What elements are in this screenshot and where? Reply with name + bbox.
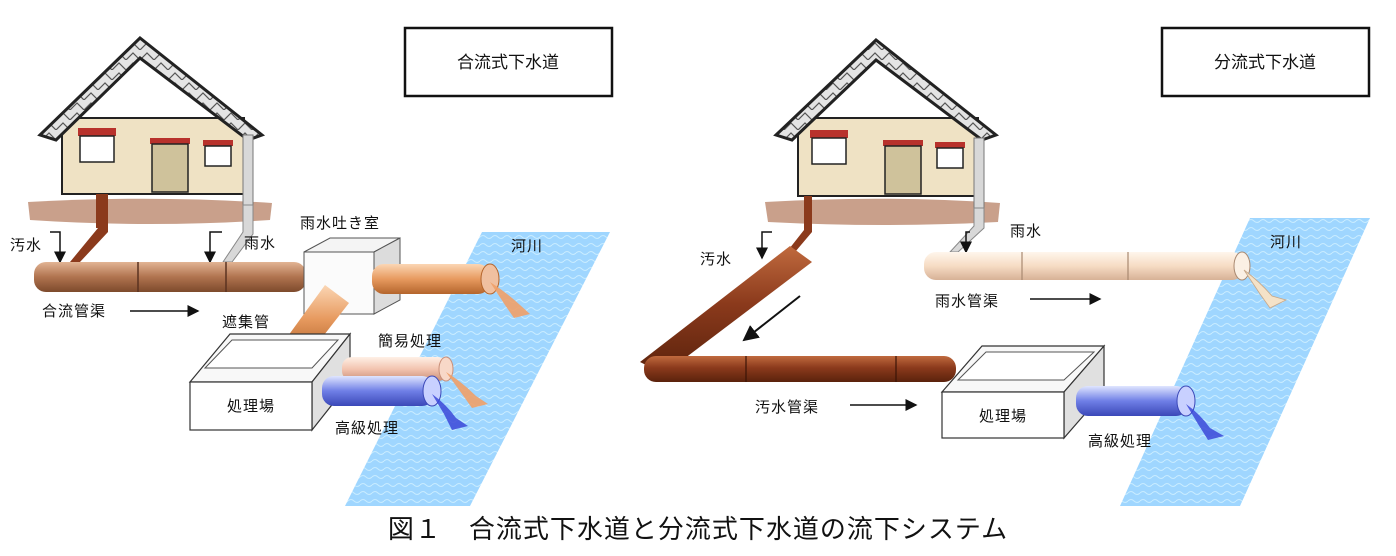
- separate-advanced-label: 高級処理: [1088, 432, 1152, 450]
- combined-system: 合流式下水道 河川 汚水 雨水: [10, 26, 614, 506]
- combined-plant-label: 処理場: [227, 397, 275, 415]
- separate-rain-label: 雨水: [1010, 222, 1042, 240]
- combined-ground: [28, 198, 272, 224]
- separate-house-drain: [782, 196, 812, 258]
- storm-discharge: [1243, 269, 1288, 309]
- separate-sewage-arrow: [756, 231, 772, 260]
- storm-pipe-label: 雨水管渠: [935, 292, 999, 310]
- combined-title-box: 合流式下水道: [403, 26, 614, 98]
- separate-sewage-label: 汚水: [700, 250, 732, 268]
- combined-river: [345, 232, 610, 506]
- sewage-pipe-label: 汚水管渠: [755, 398, 819, 416]
- separate-house: [773, 38, 1000, 209]
- overflow-chamber-label: 雨水吐き室: [300, 214, 380, 232]
- overflow-pipe: [372, 263, 500, 295]
- combined-sewage-arrow: [50, 231, 66, 264]
- figure-caption: 図１ 合流式下水道と分流式下水道の流下システム: [388, 515, 1008, 545]
- separate-title: 分流式下水道: [1214, 53, 1316, 73]
- advanced-treatment-label: 高級処理: [335, 419, 399, 437]
- combined-title: 合流式下水道: [457, 53, 559, 73]
- separate-plant-label: 処理場: [979, 407, 1027, 425]
- separate-plant: 処理場: [940, 344, 1106, 440]
- sewage-flow-arrow: [742, 295, 801, 342]
- sewage-pipe: [640, 246, 956, 382]
- separate-advanced-discharge: [1186, 404, 1224, 440]
- separate-river: [1120, 218, 1370, 506]
- separate-title-box: 分流式下水道: [1160, 26, 1371, 98]
- combined-house-drain: [70, 194, 108, 262]
- separate-system: 分流式下水道 河川 汚水 雨水: [640, 26, 1371, 506]
- separate-ground: [765, 198, 1000, 225]
- combined-pipe: [34, 262, 306, 292]
- simple-discharge: [446, 372, 488, 408]
- combined-pipe-label: 合流管渠: [42, 302, 106, 320]
- simple-treatment-label: 簡易処理: [378, 332, 442, 350]
- advanced-treatment-pipe: [322, 375, 442, 407]
- separate-rain-arrow: [960, 231, 972, 254]
- separate-advanced-pipe: [1076, 385, 1196, 417]
- interceptor-label: 遮集管: [222, 313, 270, 331]
- combined-rain-arrow: [204, 231, 222, 264]
- overflow-discharge: [490, 282, 530, 318]
- combined-rain-label: 雨水: [244, 234, 276, 252]
- advanced-discharge: [432, 394, 468, 430]
- combined-sewage-label: 汚水: [10, 236, 42, 254]
- combined-river-label: 河川: [511, 237, 543, 255]
- combined-house: [37, 36, 266, 206]
- separate-river-label: 河川: [1270, 233, 1302, 251]
- storm-pipe: [924, 251, 1251, 281]
